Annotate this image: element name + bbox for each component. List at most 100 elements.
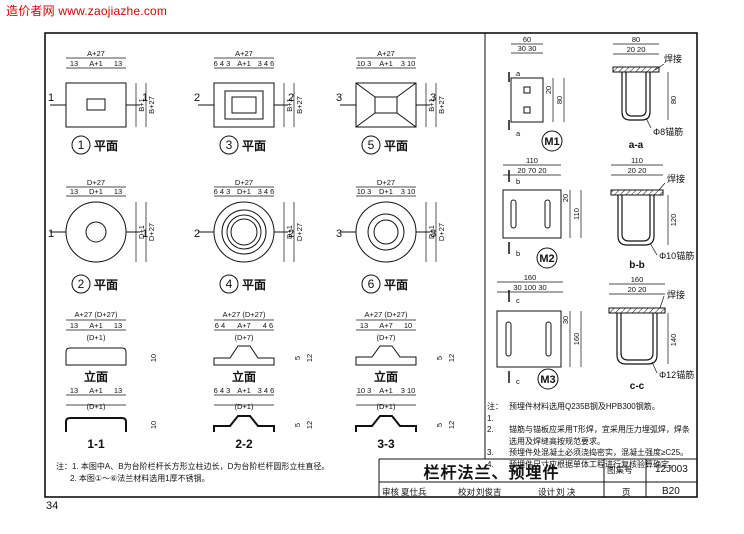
weld-label: 焊接 — [664, 53, 682, 64]
dim-text: 10 — [149, 354, 158, 362]
plan-3-drawing — [198, 57, 295, 128]
plan-title: 平面 — [242, 139, 266, 153]
dim-text: 5 — [293, 423, 302, 427]
plan-number: 6 — [368, 277, 375, 291]
dim-text: A+27 — [377, 49, 395, 58]
dim-text: B+27 — [437, 96, 446, 114]
dim-text: 3 4 6 — [258, 59, 275, 68]
dim-text: D+1 — [237, 187, 251, 196]
dim-text: 20 20 — [627, 45, 646, 54]
dim-text: (D+1) — [87, 402, 106, 411]
cut-label: 3 — [430, 228, 436, 240]
note-text: 预埋件处混凝土必须浇捣密实，混凝土强度≥C25。 — [509, 448, 689, 457]
dim-text: 20 — [561, 194, 570, 202]
notes-left: 注：1. 本图中A、B为台阶栏杆长方形立柱边长，D为台阶栏杆圆形立柱直径。 2.… — [56, 461, 329, 485]
dim-text: 12 — [447, 354, 456, 362]
dim-text: D+1 — [89, 187, 103, 196]
embed-m2-drawing — [502, 164, 582, 269]
sec-mark: a — [516, 129, 521, 138]
dim-text: 6 4 3 — [214, 187, 231, 196]
dim-text: D+27 — [87, 178, 105, 187]
dim-text: 30 — [561, 316, 570, 324]
dim-text: D+27 — [235, 178, 253, 187]
plan-label-markers — [71, 135, 381, 294]
embed-id: M3 — [540, 374, 555, 386]
embed-section-bb — [610, 164, 669, 256]
dim-text: (D+1) — [377, 402, 396, 411]
anchor-label: Φ8锚筋 — [653, 126, 683, 137]
cut-label: 1 — [48, 228, 54, 240]
dim-text: D+27 — [295, 223, 304, 241]
dim-text: A+1 — [237, 386, 251, 395]
sec-mark: b — [516, 249, 520, 258]
note-text: 预埋件材料选用Q235B钢及HPB300钢筋。 — [509, 402, 660, 411]
dim-text: 10 — [149, 421, 158, 429]
dim-text: 3 10 — [401, 187, 416, 196]
review-name: 夏仕兵 — [401, 487, 427, 497]
dim-text: 13 — [360, 321, 368, 330]
dim-text: 110 — [526, 156, 538, 165]
dim-text: 30 30 — [518, 44, 537, 53]
page-code: B20 — [662, 486, 680, 497]
dim-text: A+7 — [379, 321, 393, 330]
embed-m1-drawing — [508, 43, 565, 152]
watermark: 造价者网 www.zaojiazhe.com — [6, 4, 168, 18]
embed-id: M2 — [539, 253, 554, 265]
cut-label: 1 — [142, 92, 148, 104]
dim-text: 6 4 3 — [214, 386, 231, 395]
dim-text: A+1 — [379, 59, 393, 68]
plan-title: 平面 — [384, 278, 408, 292]
dim-text: 5 — [293, 356, 302, 360]
dim-text: (D+7) — [377, 333, 396, 342]
cut-label: 3 — [430, 92, 436, 104]
section-title: b-b — [629, 260, 645, 271]
plan-2-drawing — [50, 186, 147, 263]
dim-text: 6 4 — [215, 321, 225, 330]
dim-text: 13 — [70, 59, 78, 68]
plan-4-drawing — [198, 186, 295, 263]
dim-text: 160 — [572, 333, 581, 346]
note-line: 注：1. 本图中A、B为台阶栏杆长方形立柱边长，D为台阶栏杆圆形立柱直径。 — [56, 462, 330, 471]
plan-number: 2 — [78, 277, 85, 291]
plan-labels: 1 平面 3 平面 5 平面 2 平面 4 平面 6 平面 立面 立面 立面 1… — [78, 138, 408, 451]
plan-number: 3 — [226, 138, 233, 152]
dim-text: B+1 — [137, 98, 146, 112]
plan-title: 平面 — [384, 139, 408, 153]
sec-mark: b — [516, 177, 520, 186]
dim-text: 10 — [404, 321, 412, 330]
dimension-text: A+27 13 A+1 13 A+27 6 4 3 A+1 3 4 6 A+27… — [70, 49, 456, 429]
section-title: 3-3 — [377, 437, 395, 451]
weld-label: 焊接 — [667, 289, 685, 300]
dim-text: 3 4 6 — [258, 187, 275, 196]
note-key: 注：1. — [487, 402, 503, 423]
plan-1-drawing — [50, 57, 147, 128]
dim-text: A+27 (D+27) — [223, 310, 266, 319]
note-line: 2. 本图①～⑥法兰材料选用1厚不锈钢。 — [70, 474, 210, 483]
dim-text: 13 — [70, 386, 78, 395]
note-key: 3. — [487, 448, 494, 457]
dim-text: 20 70 20 — [517, 166, 546, 175]
atlas-number: 12J003 — [655, 464, 688, 475]
dim-text: 110 — [631, 156, 643, 165]
section-title: a-a — [629, 140, 644, 151]
dim-text: 20 20 — [628, 285, 647, 294]
dim-text: 13 — [114, 386, 122, 395]
embed-id: M1 — [544, 136, 559, 148]
plan-6-drawing — [340, 186, 437, 263]
design-name: 刘 决 — [556, 487, 576, 497]
plan-5-drawing — [340, 57, 437, 128]
dim-text: 3 10 — [401, 59, 416, 68]
dim-text: 80 — [669, 96, 678, 104]
dim-text: 13 — [114, 321, 122, 330]
dim-text: (D+7) — [235, 333, 254, 342]
embed-dimension-text: 60 30 30 a a 20 80 M1 110 20 70 20 b b 2… — [513, 35, 694, 392]
sec-mark: a — [516, 69, 521, 78]
cut-label: 1 — [48, 92, 54, 104]
dim-text: A+1 — [89, 386, 103, 395]
dim-text: A+27 — [87, 49, 105, 58]
dim-text: 12 — [305, 354, 314, 362]
dim-text: 160 — [524, 273, 537, 282]
cut-label: 3 — [336, 228, 342, 240]
dim-text: D+1 — [427, 225, 436, 239]
